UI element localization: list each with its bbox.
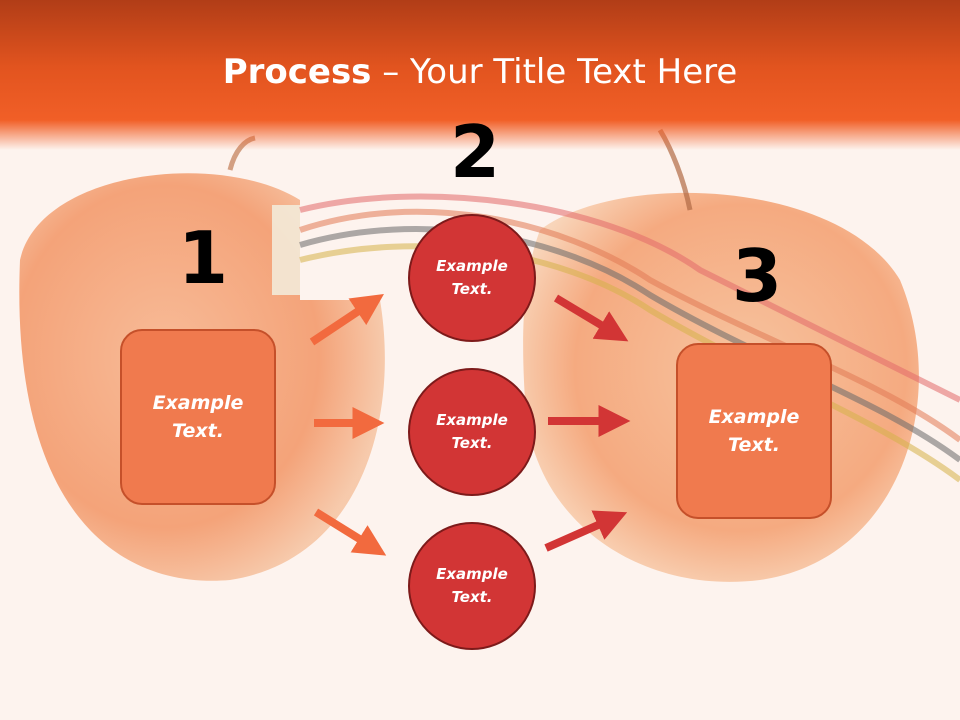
arrow-right-down bbox=[553, 294, 629, 342]
process-box-right: Example Text. bbox=[676, 343, 832, 519]
page-title: Process – Your Title Text Here bbox=[0, 52, 960, 92]
arrow-left-up bbox=[309, 294, 384, 346]
process-circle-bottom: Example Text. bbox=[408, 522, 536, 650]
process-box-left: Example Text. bbox=[120, 329, 276, 505]
arrow-right-up bbox=[544, 510, 628, 552]
process-circle-top-label: Example Text. bbox=[436, 256, 508, 298]
process-box-left-label: Example Text. bbox=[152, 391, 244, 443]
process-circle-middle: Example Text. bbox=[408, 368, 536, 496]
title-bar bbox=[0, 0, 960, 150]
process-circle-middle-label: Example Text. bbox=[436, 410, 508, 452]
step-number-2: 2 bbox=[450, 110, 501, 194]
step-number-3: 3 bbox=[732, 234, 783, 318]
title-rest: – Your Title Text Here bbox=[371, 52, 738, 92]
arrow-left-down bbox=[313, 508, 387, 556]
process-circle-top: Example Text. bbox=[408, 214, 536, 342]
process-box-right-label: Example Text. bbox=[708, 405, 800, 457]
process-circle-bottom-label: Example Text. bbox=[436, 564, 508, 606]
title-bold: Process bbox=[222, 52, 372, 92]
step-number-1: 1 bbox=[178, 216, 229, 300]
